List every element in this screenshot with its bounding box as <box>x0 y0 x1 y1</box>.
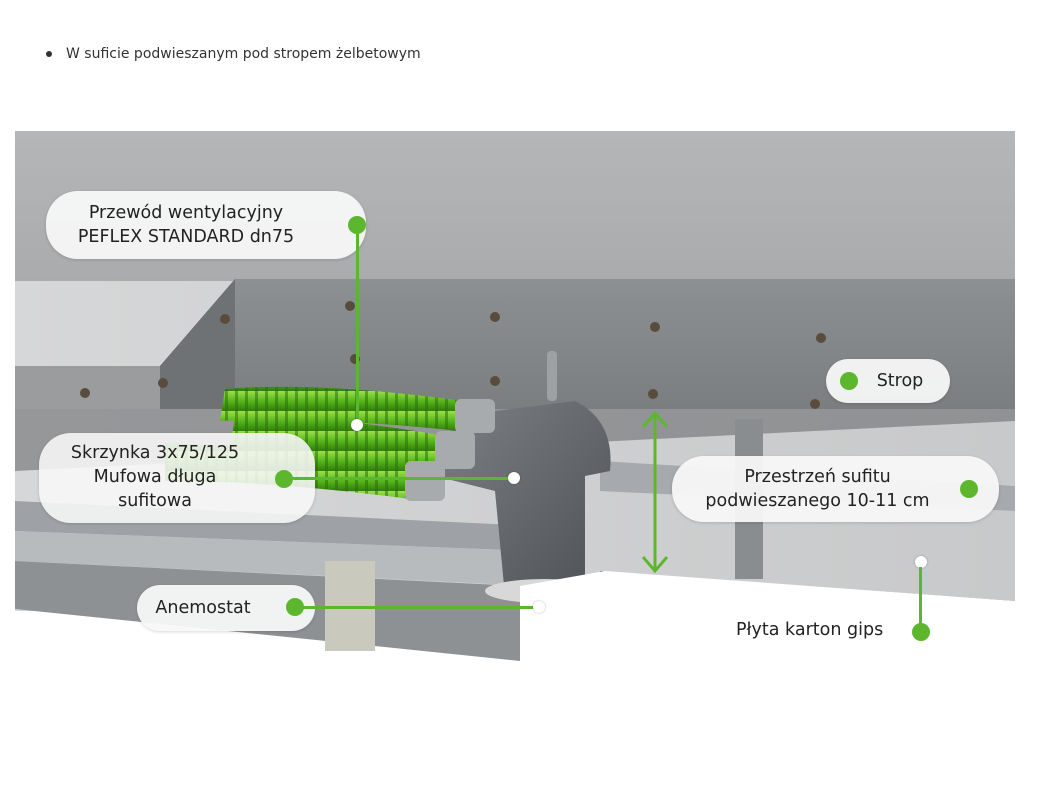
slab-front <box>15 279 1015 409</box>
anemostat-marker-icon <box>286 598 304 616</box>
bullet-list: W suficie podwieszanym pod stropem żelbe… <box>34 46 421 62</box>
duct-point-icon <box>351 419 363 431</box>
strop-marker-icon <box>840 372 858 390</box>
callout-duct: Przewód wentylacyjny PEFLEX STANDARD dn7… <box>46 191 366 259</box>
callout-anemostat: Anemostat <box>137 585 315 631</box>
callout-box: Skrzynka 3x75/125 Mufowa długa sufitowa <box>39 433 315 523</box>
callout-duct-line-1: Przewód wentylacyjny <box>88 203 284 223</box>
duct-marker-icon <box>348 216 366 234</box>
installation-illustration: Przewód wentylacyjny PEFLEX STANDARD dn7… <box>15 131 1015 661</box>
board-point-icon <box>915 556 927 568</box>
callout-box-line-1: Skrzynka 3x75/125 <box>70 443 240 463</box>
duct-leader-line <box>356 231 359 427</box>
bullet-text: W suficie podwieszanym pod stropem żelbe… <box>66 46 421 62</box>
callout-space-line-2: podwieszanego 10-11 cm <box>705 491 930 511</box>
plenum-box <box>435 401 611 600</box>
callout-anemostat-label: Anemostat <box>155 598 251 618</box>
anemostat-leader-line <box>300 606 540 609</box>
bullet-item: W suficie podwieszanym pod stropem żelbe… <box>34 46 421 62</box>
box-point-icon <box>508 472 520 484</box>
bullet-dot-icon <box>46 51 52 57</box>
anemostat-point-icon <box>533 601 545 613</box>
duct-1 <box>220 386 465 431</box>
box-marker-icon <box>275 470 293 488</box>
duct-2 <box>230 416 445 471</box>
callout-duct-line-2: PEFLEX STANDARD dn75 <box>77 227 295 247</box>
height-arrow-icon <box>641 410 669 574</box>
board-leader-line <box>919 567 922 625</box>
callout-space: Przestrzeń sufitu podwieszanego 10-11 cm <box>672 456 999 522</box>
space-marker-icon <box>960 480 978 498</box>
callout-strop-label: Strop <box>876 371 924 391</box>
box-leader-line <box>290 477 510 480</box>
callout-space-line-1: Przestrzeń sufitu <box>744 467 891 487</box>
callout-box-line-2: Mufowa długa <box>93 467 217 487</box>
callout-box-line-3: sufitowa <box>118 491 192 511</box>
board-marker-icon <box>912 623 930 641</box>
callout-board-label: Płyta karton gips <box>736 620 884 640</box>
